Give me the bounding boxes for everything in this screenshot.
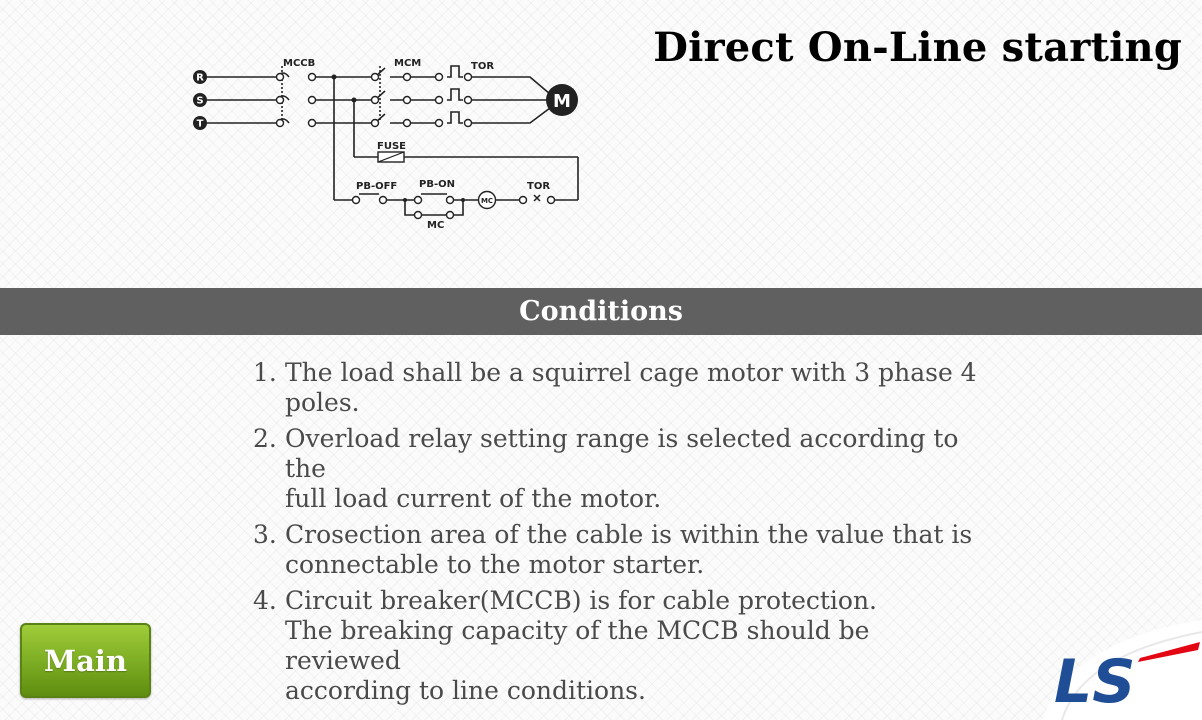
condition-text: The breaking capacity of the MCCB should… (285, 616, 870, 675)
ls-logo-text: LS (1054, 647, 1135, 717)
condition-text: Crosection area of the cable is within t… (285, 520, 973, 549)
pb-off-label: PB-OFF (356, 181, 397, 192)
terminal-t-label: T (197, 119, 204, 130)
condition-number: 2. (253, 424, 277, 453)
condition-text: poles. (285, 388, 360, 417)
condition-text: according to line conditions. (285, 676, 646, 705)
tor-label: TOR (471, 61, 494, 72)
condition-item: 1. The load shall be a squirrel cage mot… (253, 358, 993, 418)
terminal-r-label: R (196, 73, 204, 84)
pb-on-label: PB-ON (419, 179, 455, 190)
condition-item: 3. Crosection area of the cable is withi… (253, 520, 993, 580)
tor-aux-label: TOR (527, 181, 550, 192)
condition-text: The load shall be a squirrel cage motor … (285, 358, 977, 387)
condition-text: connectable to the motor starter. (285, 550, 705, 579)
condition-number: 3. (253, 520, 277, 549)
mc-coil-label: MC (481, 197, 493, 205)
condition-item: 4. Circuit breaker(MCCB) is for cable pr… (253, 586, 993, 706)
main-button[interactable]: Main (20, 623, 151, 698)
condition-item: 2. Overload relay setting range is selec… (253, 424, 993, 514)
fuse-label: FUSE (377, 141, 406, 152)
mc-aux-label: MC (427, 220, 444, 231)
terminal-s-label: S (196, 96, 203, 107)
conditions-header: Conditions (0, 288, 1202, 335)
condition-text: Circuit breaker(MCCB) is for cable prote… (285, 586, 878, 615)
mcm-label: MCM (394, 58, 421, 69)
condition-number: 4. (253, 586, 277, 615)
condition-number: 1. (253, 358, 277, 387)
conditions-list: 1. The load shall be a squirrel cage mot… (253, 358, 993, 712)
dol-circuit-diagram: R S T M MCCB MCM TOR FUSE PB-OFF PB-ON M… (193, 58, 579, 231)
condition-text: Overload relay setting range is selected… (285, 424, 959, 483)
motor-label: M (553, 91, 571, 112)
page-title: Direct On-Line starting (653, 24, 1182, 71)
ls-logo: LS (1042, 620, 1202, 720)
condition-text: full load current of the motor. (285, 484, 662, 513)
mccb-label: MCCB (283, 58, 315, 69)
